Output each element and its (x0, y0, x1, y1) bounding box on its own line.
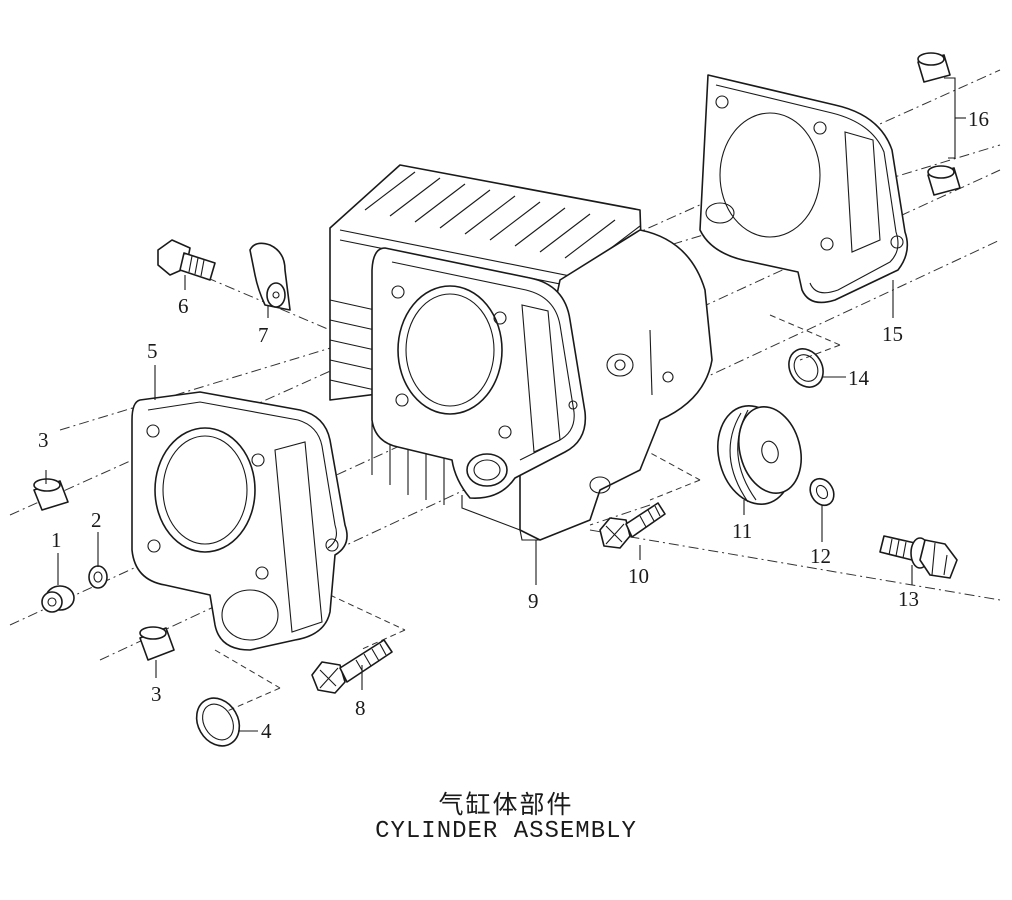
bracket-16 (944, 77, 956, 159)
callout-1: 1 (51, 528, 62, 552)
callout-9: 9 (528, 589, 539, 613)
callout-13: 13 (898, 587, 919, 611)
bolt-6 (157, 239, 216, 281)
bolt-10 (599, 502, 666, 549)
callout-16: 16 (968, 107, 989, 131)
callout-4: 4 (261, 719, 272, 743)
callout-3-top: 3 (38, 428, 49, 452)
dowel-pin-3-b (139, 626, 175, 661)
nut-1 (41, 585, 75, 613)
cylinder-base-gasket-lower (131, 391, 348, 651)
callout-12: 12 (810, 544, 831, 568)
o-ring-14 (788, 348, 824, 388)
dowel-pin-3-a (33, 478, 69, 511)
dowel-pin-16-top (917, 52, 951, 83)
callout-3-bottom: 3 (151, 682, 162, 706)
cap-11 (717, 405, 802, 505)
washer-2 (88, 565, 108, 589)
callout-10: 10 (628, 564, 649, 588)
diagram-title-english: CYLINDER ASSEMBLY (375, 818, 637, 845)
callout-6: 6 (178, 294, 189, 318)
leader-lines (45, 275, 913, 732)
callout-11: 11 (732, 519, 752, 543)
callout-14: 14 (848, 366, 870, 390)
callout-15: 15 (882, 322, 903, 346)
cylinder-block (329, 164, 713, 541)
bolt-13 (879, 535, 958, 579)
dowel-pin-16-bottom (927, 165, 961, 196)
callout-2: 2 (91, 508, 102, 532)
washer-12 (809, 477, 835, 507)
callouts: 1 2 3 3 4 5 6 7 8 9 10 11 12 13 14 15 16 (38, 107, 989, 743)
o-ring-4 (195, 697, 241, 747)
callout-5: 5 (147, 339, 158, 363)
cylinder-base-gasket-upper (699, 74, 909, 304)
callout-8: 8 (355, 696, 366, 720)
bolt-8 (311, 639, 393, 694)
callout-7: 7 (258, 323, 269, 347)
diagram-title-chinese: 气缸体部件 (438, 790, 574, 819)
clamp-7 (249, 242, 291, 311)
